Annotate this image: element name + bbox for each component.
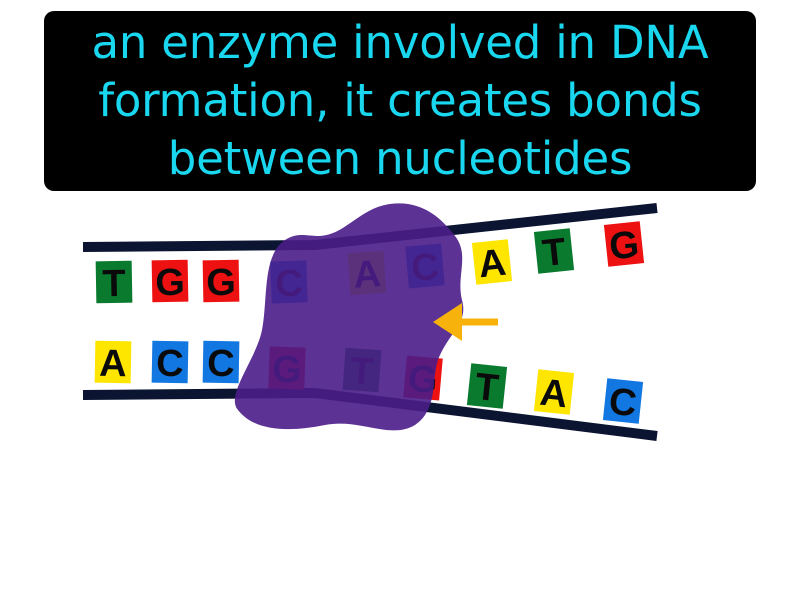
top-strand-base-letter: A (476, 242, 508, 287)
top-strand-base-letter: G (206, 262, 236, 305)
dna-ligase-diagram: TGGCACATG ACCGTGTAC (82, 203, 658, 441)
bottom-strand-base-letter: C (607, 381, 639, 426)
arrow-left-icon (433, 303, 498, 341)
top-strand-nucleotide-2: G (151, 259, 189, 305)
top-strand-base-letter: G (607, 224, 641, 269)
top-strand-nucleotide-9: G (603, 221, 645, 269)
top-strand-nucleotide-7: A (471, 239, 513, 287)
bottom-strand-base-letter: A (99, 343, 127, 385)
top-strand-base-letter: T (102, 263, 126, 305)
bottom-strand-nucleotide-2: C (151, 340, 189, 385)
bottom-strand-base-letter: C (207, 343, 235, 385)
bottom-strand-base-letter: T (473, 366, 500, 410)
top-strand-base-letter: G (155, 262, 185, 305)
bottom-strand-base-letter: A (538, 372, 570, 417)
bottom-strand-nucleotide-9: C (602, 378, 644, 426)
top-strand-base-letter: T (540, 231, 567, 275)
definition-caption: an enzyme involved in DNA formation, it … (44, 11, 756, 191)
caption-line-2: formation, it creates bonds (98, 74, 702, 127)
caption-line-3: between nucleotides (167, 132, 633, 185)
enzyme-blob (234, 203, 464, 431)
bottom-strand-nucleotide-3: C (202, 340, 240, 385)
bottom-strand-nucleotide-1: A (94, 340, 132, 385)
top-strand-nucleotide-8: T (533, 228, 575, 275)
bottom-strand-nucleotide-7: T (466, 363, 508, 410)
top-strand-nucleotide-1: T (95, 260, 133, 305)
bottom-strand-base-letter: C (156, 343, 184, 385)
bottom-strand-nucleotide-8: A (533, 369, 575, 417)
top-strand-nucleotide-3: G (202, 259, 240, 305)
caption-line-1: an enzyme involved in DNA (91, 16, 709, 69)
